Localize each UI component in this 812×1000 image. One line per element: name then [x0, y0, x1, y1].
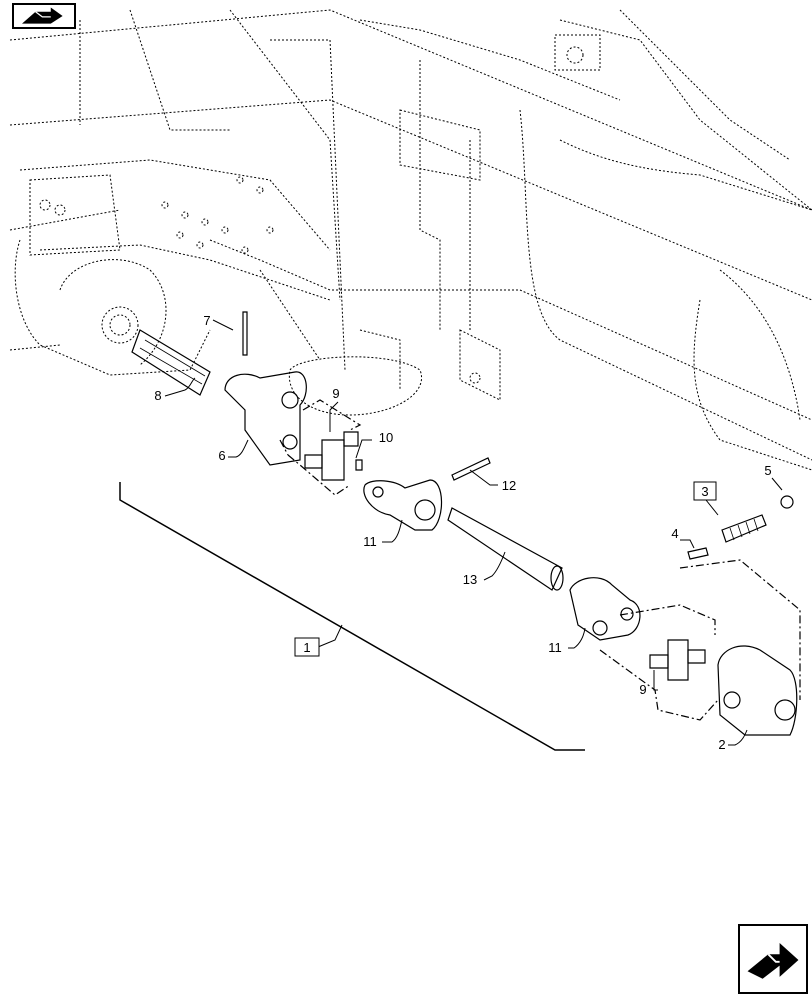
exploded-parts: [119, 311, 801, 751]
callout-10: 10: [379, 430, 393, 445]
callout-4: 4: [671, 526, 678, 541]
callout-1: 1: [303, 640, 310, 655]
callout-5: 5: [764, 463, 771, 478]
callout-2: 2: [718, 737, 725, 752]
callout-11-lower: 11: [548, 640, 562, 655]
part-yoke-11a: [363, 479, 443, 531]
callout-12: 12: [502, 478, 516, 493]
callout-13: 13: [463, 572, 477, 587]
part-tube-13: [447, 507, 563, 591]
arrow-back-icon: [22, 7, 63, 24]
part-end-yoke-2: [717, 645, 798, 736]
part-lock-pin-4: [687, 547, 709, 560]
part-yoke-11b: [569, 577, 641, 641]
callout-9-upper: 9: [332, 386, 339, 401]
part-cross-9a: [321, 439, 345, 481]
arrow-forward-icon: [747, 942, 799, 979]
next-page-button[interactable]: [738, 924, 808, 994]
callout-7: 7: [203, 313, 210, 328]
part-roll-pin-12: [451, 457, 491, 481]
callout-11-upper: 11: [363, 534, 377, 549]
callout-3: 3: [701, 484, 708, 499]
background-machinery: [9, 9, 812, 471]
previous-page-button[interactable]: [12, 3, 76, 29]
part-cross-9b: [667, 639, 689, 681]
leader-lines: [164, 319, 783, 746]
part-grease-fitting-10: [355, 459, 363, 471]
callout-9-lower: 9: [639, 682, 646, 697]
callout-1-box: [294, 637, 320, 657]
callout-8: 8: [154, 388, 161, 403]
callout-labels: 1 3 2 4 5 6 7 8 9 9 10 11 11 12 13: [154, 313, 771, 752]
part-splined-shaft: [131, 329, 211, 396]
part-yoke-6: [224, 371, 307, 466]
callout-6: 6: [218, 448, 225, 463]
part-snap-ring-5: [780, 495, 794, 509]
callout-3-box: [693, 481, 717, 501]
assembly-bracket-line: [119, 482, 585, 751]
part-pin-7: [242, 311, 248, 356]
part-spring-3: [721, 514, 767, 543]
